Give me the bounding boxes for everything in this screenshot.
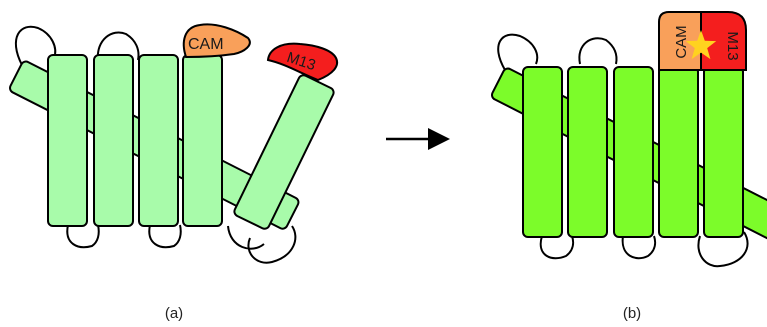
m13-peptide [266,42,338,82]
cam-label-a: CAM [188,36,224,53]
helix-3 [138,54,179,227]
helix-5-b [703,66,744,238]
star-icon [685,30,717,60]
helix-1 [47,54,88,227]
helix-4-b [658,66,699,238]
cam-label-b: CAM [673,25,690,58]
helix-1-b [522,66,563,238]
m13-label-b: M13 [724,31,741,60]
caption-b: (b) [623,305,641,322]
helix-2-b [567,66,608,238]
cam-domain [182,23,251,59]
loop-top-2 [96,31,140,61]
loop-bottom-2-b [621,235,657,260]
loop-bottom-1 [66,224,100,249]
loop-bottom-4 [247,225,297,264]
loop-top-1-b [497,33,539,71]
helix-3-b [613,66,654,238]
panel-b [491,11,767,268]
helix-5-tilted [233,74,335,230]
right-arrow-icon [386,128,450,150]
caption-a: (a) [165,305,183,322]
loop-bottom-1-b [539,235,575,260]
helix-2 [93,54,134,227]
cam-domain-b [658,11,702,71]
loop-top-2-b [578,37,618,65]
loop-bottom-3 [227,225,265,250]
panel-a [9,23,338,264]
m13-peptide-b [700,11,747,71]
loop-bottom-3-b [697,231,749,268]
loop-bottom-2 [148,224,182,249]
helix-4 [182,54,223,227]
loop-top-1 [14,25,57,66]
